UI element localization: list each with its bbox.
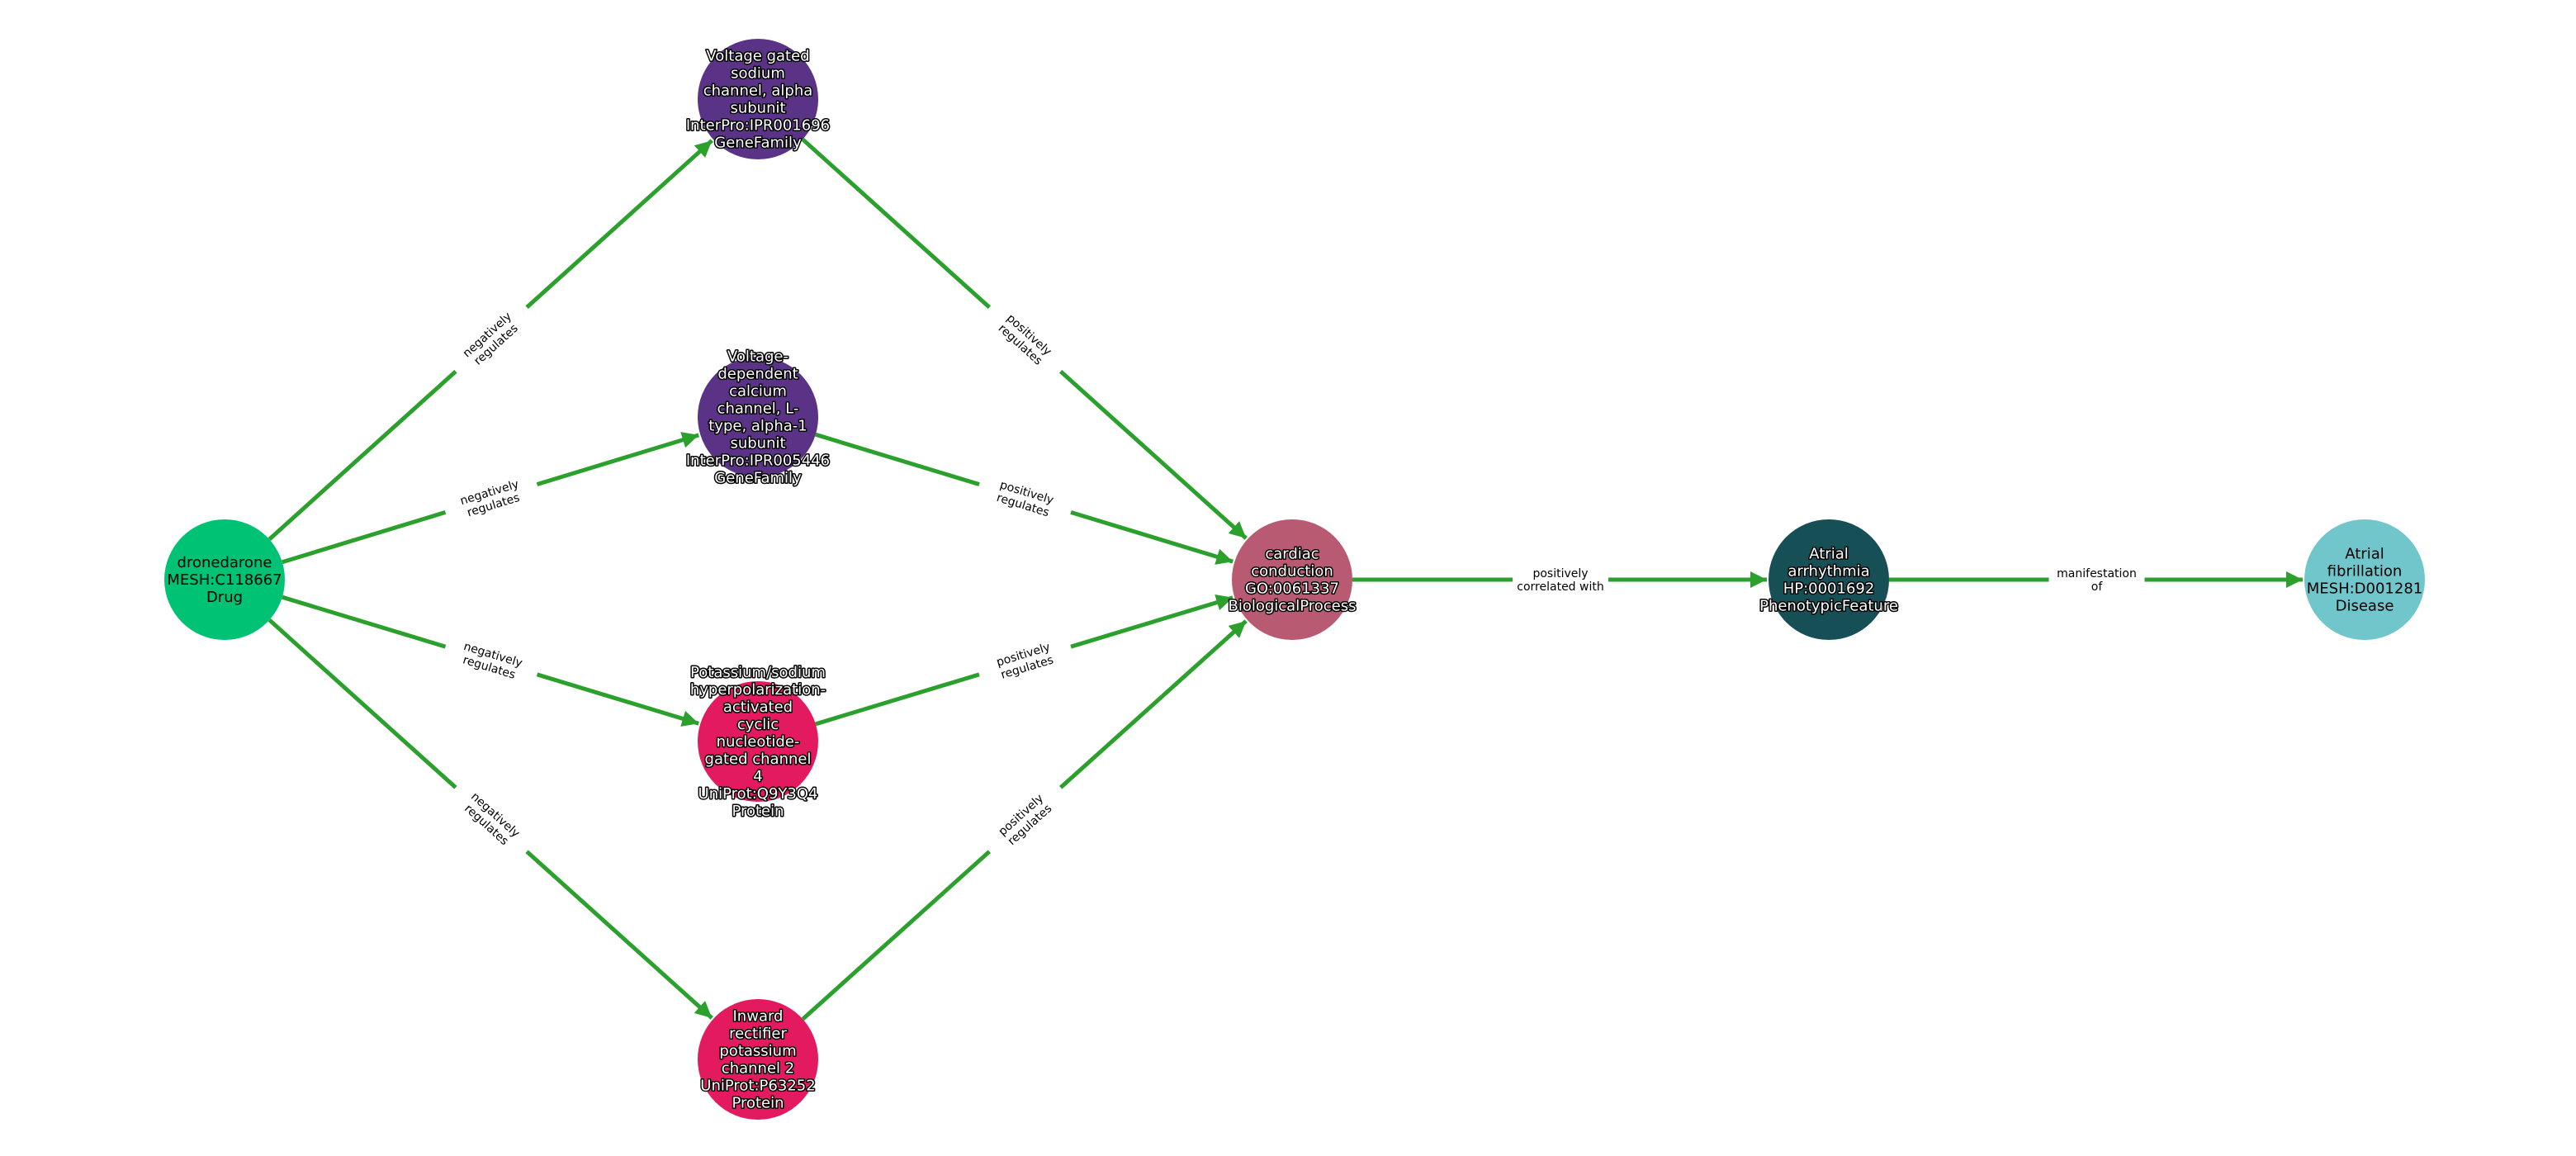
node-circle[interactable] [698,357,818,477]
node-label-line: arrhythmia [1788,563,1869,580]
node-label-line: sodium [731,65,785,83]
node-label-line: Protein [732,1095,784,1112]
node-label-line: GeneFamily [714,470,802,487]
node-label-line: cyclic [737,716,779,733]
node-cardiac[interactable]: cardiacconductionGO:0061337BiologicalPro… [1227,519,1357,640]
node-label-line: HP:0001692 [1783,580,1875,598]
node-circle[interactable] [698,999,818,1120]
node-circle[interactable] [1769,519,1889,640]
node-label-line: dronedarone [178,554,272,571]
node-label-line: cardiac [1265,546,1319,563]
node-circle[interactable] [164,519,285,640]
node-label-line: PhenotypicFeature [1759,598,1898,615]
node-label-line: InterPro:IPR001696 [686,117,830,135]
node-label-line: activated [723,699,793,716]
node-label-line: MESH:D001281 [2307,580,2423,598]
node-label-line: Protein [732,803,784,820]
node-label-line: Inward [733,1008,784,1026]
node-label-line: UniProt:Q9Y3Q4 [698,785,818,803]
node-label-line: conduction [1251,563,1333,580]
node-label-line: Drug [206,589,243,606]
edge-label-line: correlated with [1517,580,1603,594]
node-label-line: UniProt:P63252 [700,1078,815,1095]
node-label-line: subunit [730,435,785,452]
node-label-line: potassium [719,1043,796,1060]
node-label-line: Atrial [2345,546,2384,563]
node-label-line: GeneFamily [714,135,802,152]
node-label-line: type, alpha-1 [708,418,807,435]
node-label-line: rectifier [729,1026,787,1043]
node-label-line: subunit [730,100,785,117]
node-circle[interactable] [2304,519,2425,640]
node-circle[interactable] [1232,519,1352,640]
node-circle[interactable] [698,681,818,802]
node-label-line: calcium [729,383,787,400]
edge-label-line: positively [1532,567,1588,580]
node-label-line: 4 [753,768,762,785]
edge-label-line: of [2091,580,2104,594]
node-label-line: hyperpolarization- [690,681,826,699]
node-label-line: Voltage gated [706,48,809,65]
node-arrhythmia[interactable]: AtrialarrhythmiaHP:0001692PhenotypicFeat… [1759,519,1899,640]
node-circle[interactable] [698,39,818,159]
node-label-line: Voltage- [727,348,788,366]
node-label-line: channel, alpha [703,83,813,100]
node-label-line: gated channel [705,751,812,768]
node-label-line: Disease [2336,598,2394,615]
node-label-line: BiologicalProcess [1228,598,1356,615]
node-label-line: InterPro:IPR005446 [686,452,830,470]
edge-label-line: manifestation [2057,567,2137,580]
node-label-line: MESH:C118667 [167,571,282,589]
node-label-line: channel 2 [722,1060,794,1078]
node-label-line: GO:0061337 [1245,580,1339,598]
node-label-line: dependent [717,366,798,383]
node-label-line: Atrial [1809,546,1849,563]
node-hcn4[interactable]: Potassium/sodiumhyperpolarization-activa… [689,663,826,822]
node-label-line: channel, L- [717,400,799,418]
node-label-line: nucleotide- [717,733,800,751]
node-label-line: Potassium/sodium [690,664,826,681]
node-label-line: fibrillation [2327,563,2403,580]
